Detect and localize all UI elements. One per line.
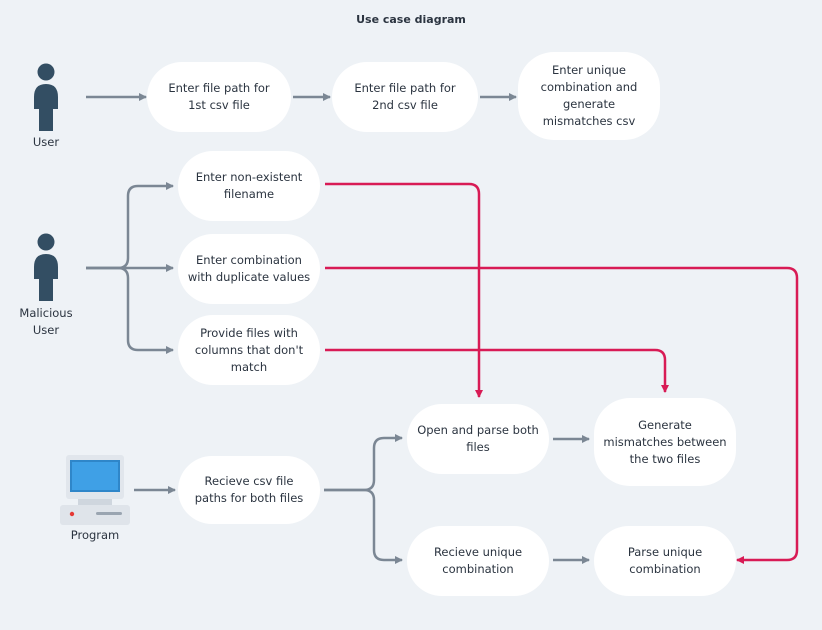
node-parse-unique: Parse unique combination: [594, 526, 736, 596]
node-generate-mismatches: Generate mismatches between the two file…: [594, 398, 736, 486]
person-icon: [34, 63, 58, 131]
diagram-title: Use case diagram: [356, 13, 466, 26]
computer-icon: [60, 455, 130, 525]
red-arrow-columns-to-generate: [325, 348, 669, 393]
node-receive-paths: Recieve csv file paths for both files: [178, 456, 320, 524]
person-icon: [34, 233, 58, 301]
actor-user-label: User: [32, 135, 60, 149]
node-mismatched-columns: Provide files with columns that don't ma…: [178, 315, 320, 385]
node-nonexistent-filename: Enter non-existent filename: [178, 151, 320, 221]
actor-malicious-label: Malicious User: [19, 306, 73, 337]
actor-program-label: Program: [70, 528, 120, 542]
node-enter-path-1: Enter file path for 1st csv file: [147, 62, 291, 132]
node-enter-unique-generate: Enter unique combination and generate mi…: [518, 52, 660, 140]
arrow-malicious-to-columns: [86, 266, 174, 354]
node-open-parse: Open and parse both files: [407, 404, 549, 474]
arrow-receive-to-unique: [324, 488, 403, 564]
arrow-malicious-to-nonexistent: [86, 182, 174, 270]
arrow-receive-to-open: [324, 434, 403, 492]
red-arrow-duplicate-to-parse: [325, 266, 799, 564]
node-receive-unique: Recieve unique combination: [407, 526, 549, 596]
node-enter-path-2: Enter file path for 2nd csv file: [332, 62, 478, 132]
red-arrow-nonexistent-to-open: [325, 182, 483, 398]
node-duplicate-values: Enter combination with duplicate values: [178, 234, 320, 304]
